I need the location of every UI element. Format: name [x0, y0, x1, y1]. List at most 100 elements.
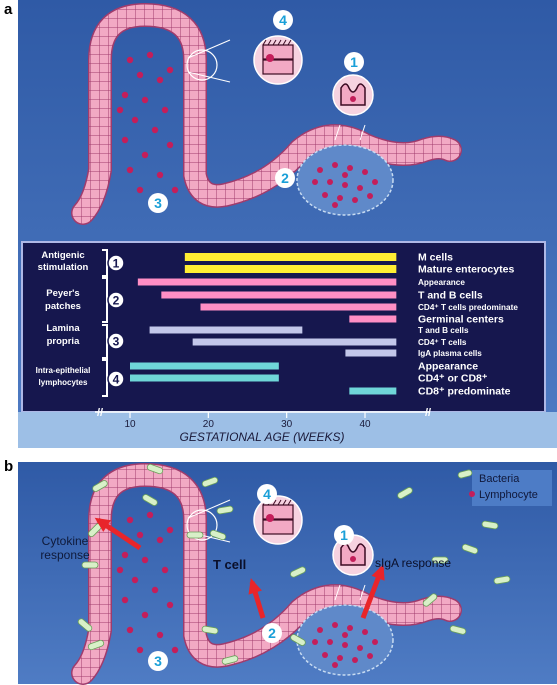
bar-1-1: [161, 291, 397, 299]
row-label-1: Mature enterocytes: [418, 264, 514, 276]
x-tick-label-1: 20: [203, 419, 215, 430]
lymphocyte-b-15: [171, 646, 179, 654]
group-number-circle-1: [107, 291, 125, 309]
row-label-5: Germinal centers: [418, 314, 504, 326]
panel-a-badge-4-label: 4: [279, 12, 287, 28]
tcell-label: T cell: [213, 557, 246, 572]
iel-callout-line-b-a: [187, 71, 231, 83]
group-number-2: 3: [113, 335, 120, 349]
bar-0-0: [184, 253, 397, 261]
tissue-b: [71, 462, 462, 685]
lymphocyte-a-9: [121, 136, 129, 144]
panel-b-badge-2-label: 2: [268, 625, 276, 641]
panel-b-badge-3-label: 3: [154, 653, 162, 669]
row-label-4: CD4⁺ T cells predominate: [418, 303, 518, 312]
x-tick-label-2: 30: [281, 419, 293, 430]
panel-a-letter: a: [4, 1, 13, 18]
follicle-lymphocyte-a-3: [362, 169, 368, 175]
follicle-lymphocyte-a-10: [352, 197, 358, 203]
lymphocyte-b-11: [141, 611, 149, 619]
follicle-lymphocyte-a-13: [332, 202, 338, 208]
tissue-a: [71, 2, 462, 225]
lymphocyte-a-15: [171, 186, 179, 194]
bacterium-19: [290, 634, 306, 646]
iel-brush-border-a: [262, 39, 292, 46]
follicle-lymphocyte-b-3: [362, 629, 368, 635]
follicle-lymphocyte-a-5: [342, 182, 348, 188]
epithelium-cells-b: [72, 464, 461, 684]
legend-box: [472, 470, 552, 506]
group-bracket-0: [102, 249, 108, 277]
follicle-lymphocyte-a-9: [337, 195, 343, 201]
lymphocyte-a-11: [141, 151, 149, 159]
bacterium-14: [493, 575, 511, 585]
group-number-circle-0: [107, 254, 125, 272]
follicle-lymphocyte-a-6: [357, 185, 363, 191]
group-number-circle-3: [107, 370, 125, 388]
lymphocyte-b-17: [166, 526, 174, 534]
cytokine-label-line2: response: [40, 548, 90, 562]
iel-cell-bottom-a: [262, 59, 294, 75]
panel-b-badge-4-label: 4: [263, 486, 271, 502]
lymphocyte-b-14: [136, 646, 144, 654]
group-label-1-0: Peyer's: [46, 288, 79, 299]
row-label-10: CD4⁺ or CD8⁺: [418, 373, 488, 385]
panel-a-badge-2-circle: [275, 168, 295, 188]
iel-small-circle-b: [186, 509, 218, 541]
mcell-lymphocyte-a: [350, 96, 356, 102]
lymphocyte-a-6: [161, 106, 169, 114]
bacterium-6: [81, 561, 99, 569]
group-number-0: 1: [113, 257, 120, 271]
follicle-lymphocyte-b-8: [322, 652, 328, 658]
lymphocyte-b-16: [116, 566, 124, 574]
bar-3-2: [349, 387, 397, 395]
lymphocyte-b-5: [141, 556, 149, 564]
lymphocyte-a-13: [156, 171, 164, 179]
bacterium-13: [481, 520, 499, 530]
iel-small-circle-a: [186, 49, 218, 81]
lymphocyte-a-5: [141, 96, 149, 104]
panel-b-badge-1-label: 1: [340, 527, 348, 543]
lymphocyte-b-3: [156, 536, 164, 544]
follicle-lymphocyte-b-6: [357, 645, 363, 651]
panel-b-badge-1-circle: [334, 525, 354, 545]
panel-b-badge-2-circle: [262, 623, 282, 643]
lymphocyte-a-14: [136, 186, 144, 194]
axis-break-right: //: [425, 407, 431, 419]
bacterium-11: [397, 487, 413, 499]
row-label-9: Appearance: [418, 361, 478, 373]
lymphocyte-b-1: [146, 511, 154, 519]
bar-2-2: [345, 349, 397, 357]
follicle-lymphocyte-a-12: [342, 172, 348, 178]
panel-a-badge-2-label: 2: [281, 170, 289, 186]
cytokine-label-line1: Cytokine: [42, 534, 89, 548]
bar-1-2: [200, 303, 397, 311]
panel-a-badge-1-label: 1: [350, 54, 358, 70]
lymphocyte-b-0: [126, 516, 134, 524]
follicle-lymphocyte-b-4: [327, 639, 333, 645]
follicle-lymphocyte-a-2: [347, 165, 353, 171]
follicle-lymphocyte-b-10: [352, 657, 358, 663]
bacterium-21: [422, 593, 438, 607]
lymphocyte-b-9: [121, 596, 129, 604]
panel-a-badge-1-circle: [344, 52, 364, 72]
row-label-6: T and B cells: [418, 326, 469, 335]
lymphocyte-b-13: [156, 631, 164, 639]
bacterium-8: [87, 639, 105, 651]
group-label-2-1: propria: [47, 336, 80, 347]
iel-callout-line-a-a: [187, 39, 231, 59]
panel-a-badge-3-circle: [148, 193, 168, 213]
legend-lymphocyte-label: Lymphocyte: [479, 489, 538, 501]
iel-lymphocyte-b: [266, 514, 274, 522]
follicle-lymphocyte-a-7: [372, 179, 378, 185]
bacterium-12: [461, 543, 479, 555]
lymphocyte-a-0: [126, 56, 134, 64]
mcell-callout-line-b-a: [359, 124, 366, 141]
bar-2-0: [149, 326, 303, 334]
panel-a-badge-4-circle: [273, 10, 293, 30]
lymphocyte-b-8: [151, 586, 159, 594]
bacterium-1: [146, 463, 164, 475]
panel-a-badge-3-label: 3: [154, 195, 162, 211]
follicle-lymphocyte-b-9: [337, 655, 343, 661]
lymphocyte-b-12: [126, 626, 134, 634]
